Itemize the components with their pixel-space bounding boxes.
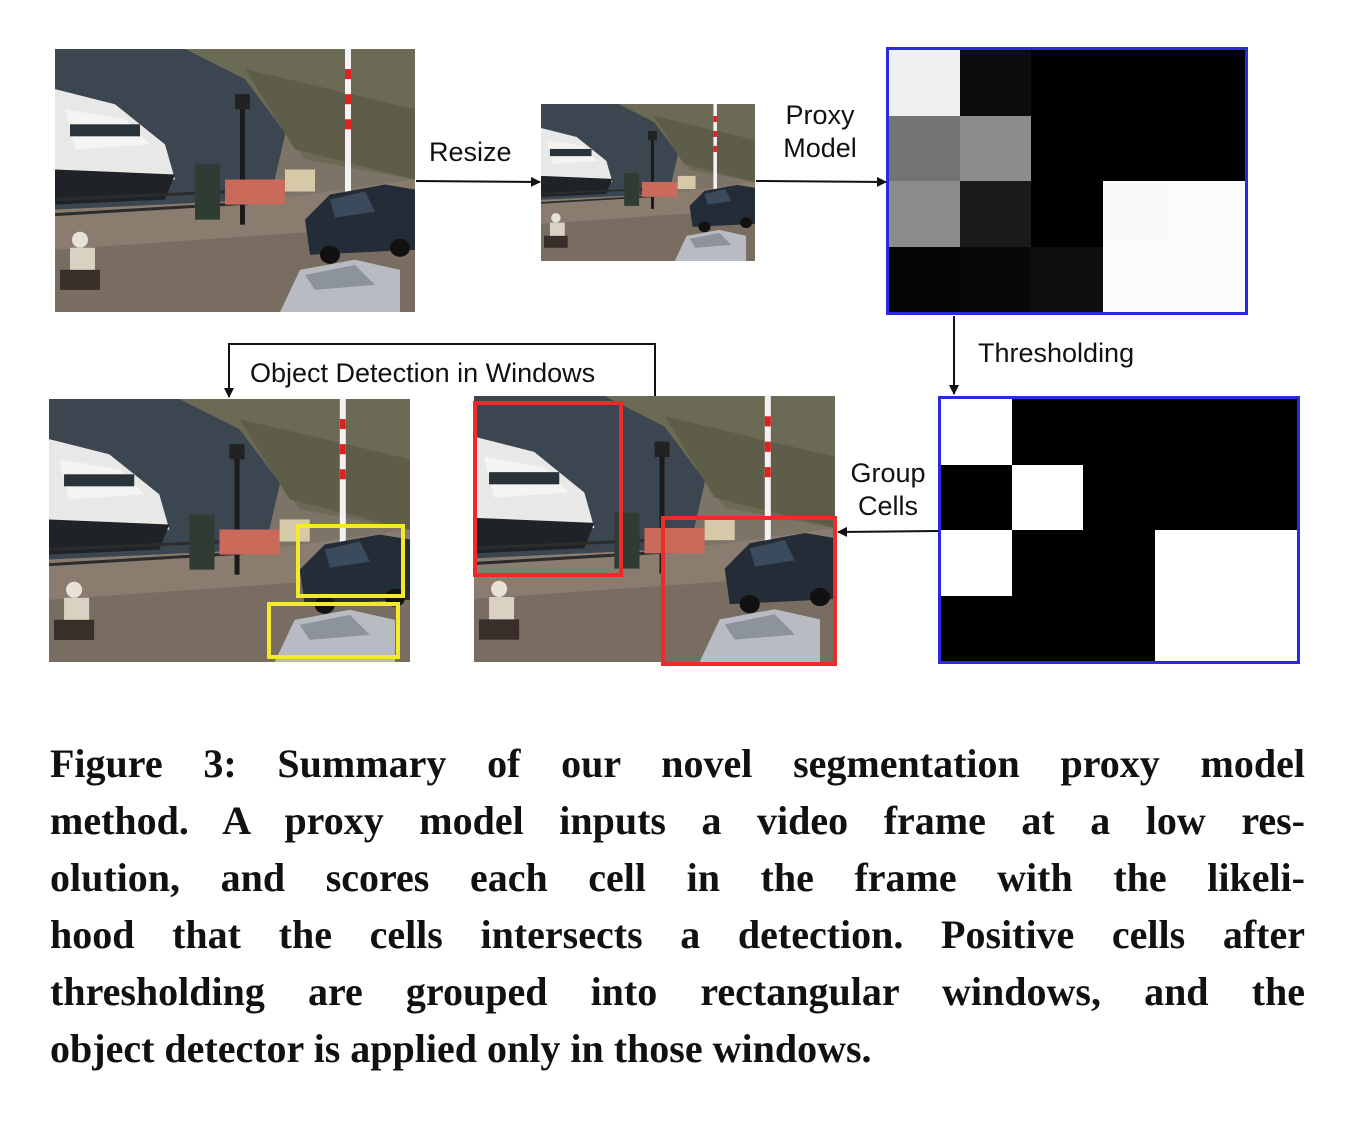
detection-box-silver-car (267, 602, 400, 659)
proxy-model-arrow (755, 176, 887, 187)
caption-line: thresholding are grouped into rectangula… (50, 969, 1305, 1014)
score-cell (1102, 50, 1174, 116)
score-cell (960, 50, 1032, 116)
mask-cell (1154, 530, 1226, 596)
mask-cell (1012, 530, 1084, 596)
score-cell (960, 246, 1032, 312)
mask-cell (941, 530, 1013, 596)
score-cell (889, 115, 961, 181)
proxy-score-grid (886, 47, 1248, 315)
window-box-cars (661, 516, 837, 666)
figure-caption: Figure 3: Summary of our novel segmentat… (50, 735, 1305, 1077)
score-cell (1102, 246, 1174, 312)
detection-box-dark-car (296, 524, 405, 598)
mask-cell (941, 464, 1013, 530)
mask-cell (941, 399, 1013, 465)
threshold-mask-grid (938, 396, 1300, 664)
mask-cell (1225, 530, 1297, 596)
group-cells-label-line2: Cells (857, 491, 918, 521)
proxy-model-label-line1: Proxy (785, 100, 855, 130)
caption-line: olution, and scores each cell in the fra… (50, 855, 1305, 900)
score-cell (889, 246, 961, 312)
mask-cell (1083, 595, 1155, 661)
thresholding-label: Thresholding (978, 338, 1135, 368)
score-cell (1173, 246, 1245, 312)
score-cell (1173, 115, 1245, 181)
score-cell (1173, 50, 1245, 116)
score-cell (889, 181, 961, 247)
caption-line: Figure 3: Summary of our novel segmentat… (50, 741, 1305, 786)
score-cell (1102, 115, 1174, 181)
score-cell (1031, 181, 1103, 247)
resize-label: Resize (429, 137, 512, 167)
window-box-boat (473, 401, 623, 577)
proxy-model-label: Proxy Model (768, 99, 872, 165)
group-cells-label-line1: Group (850, 458, 926, 488)
mask-cell (1083, 464, 1155, 530)
score-cell (1031, 50, 1103, 116)
score-cell (1031, 115, 1103, 181)
mask-cell (1154, 464, 1226, 530)
score-cell (960, 181, 1032, 247)
mask-cell (1225, 464, 1297, 530)
object-detection-arrow (224, 343, 656, 398)
mask-cell (1225, 399, 1297, 465)
mask-cell (1225, 595, 1297, 661)
caption-line: method. A proxy model inputs a video fra… (50, 798, 1305, 843)
score-cell (960, 115, 1032, 181)
mask-cell (1012, 464, 1084, 530)
mask-cell (941, 595, 1013, 661)
resize-arrow (415, 176, 541, 187)
proxy-model-label-line2: Model (783, 133, 857, 163)
mask-cell (1012, 399, 1084, 465)
caption-line: hood that the cells intersects a detecti… (50, 912, 1305, 957)
arrows (224, 176, 959, 537)
mask-cell (1154, 399, 1226, 465)
figure: Resize Proxy Model Thresholding Group Ce… (0, 47, 1300, 666)
object-detection-label: Object Detection in Windows (246, 357, 600, 390)
caption-line: object detector is applied only in those… (50, 1026, 872, 1071)
group-cells-arrow (837, 526, 939, 537)
score-cell (889, 50, 961, 116)
mask-cell (1083, 530, 1155, 596)
group-cells-label: Group Cells (838, 457, 938, 523)
score-cell (1173, 181, 1245, 247)
mask-cell (1012, 595, 1084, 661)
mask-cell (1083, 399, 1155, 465)
score-cell (1031, 246, 1103, 312)
score-cell (1102, 181, 1174, 247)
mask-cell (1154, 595, 1226, 661)
